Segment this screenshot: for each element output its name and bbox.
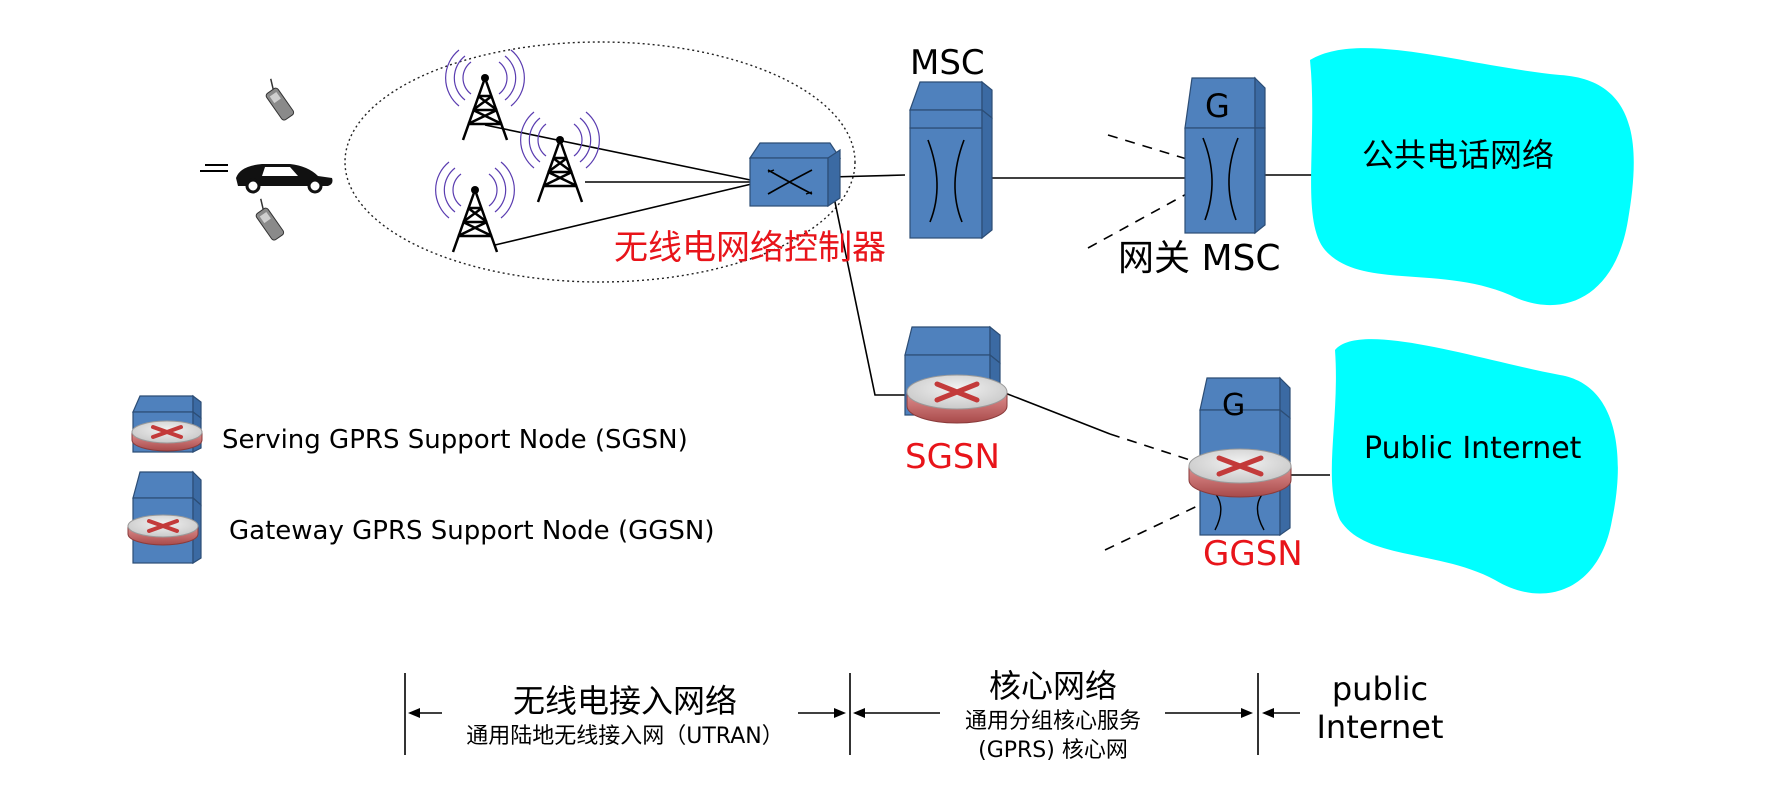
gateway-letter-bottom: G — [1222, 388, 1245, 423]
ran-title: 无线电接入网络 — [513, 682, 737, 720]
mobile-phone-icon — [265, 78, 295, 121]
public-internet-line-2: Internet — [1316, 708, 1443, 746]
msc-switch-icon — [909, 80, 993, 240]
cell-tower-icon — [445, 49, 525, 141]
gmsc-dash-lower — [1087, 191, 1191, 249]
core-title: 核心网络 — [989, 667, 1117, 705]
core-subtitle-2: (GPRS) 核心网 — [978, 738, 1128, 763]
legend-sgsn-icon — [131, 394, 203, 453]
region-markers — [404, 673, 1300, 755]
public-internet-line-1: public — [1332, 670, 1428, 708]
cell-tower-icon — [520, 111, 600, 203]
gateway-letter-top: G — [1205, 87, 1230, 125]
ggsn-label: GGSN — [1203, 534, 1303, 574]
radio-access-boundary — [344, 41, 856, 283]
sgsn-router-icon — [904, 325, 1008, 424]
internet-cloud-label: Public Internet — [1364, 431, 1582, 466]
msc-label: MSC — [910, 43, 985, 83]
link-sgsn-ggsn-dash — [1109, 433, 1191, 461]
pstn-cloud-label: 公共电话网络 — [1362, 136, 1554, 174]
link-rnc-sgsn — [829, 177, 910, 396]
cell-tower-icon — [435, 161, 515, 253]
core-subtitle-1: 通用分组核心服务 — [965, 709, 1141, 734]
internet-cloud-icon — [1331, 339, 1618, 594]
ran-subtitle: 通用陆地无线接入网（UTRAN） — [466, 724, 783, 749]
mobile-phone-icon — [255, 198, 285, 241]
link-rnc-msc — [829, 174, 906, 178]
legend-sgsn-text: Serving GPRS Support Node (SGSN) — [222, 425, 688, 455]
rnc-switch-box-icon — [748, 142, 842, 208]
sgsn-label: SGSN — [905, 437, 1000, 477]
link-tower3-rnc — [494, 181, 761, 246]
gmsc-dash-upper — [1107, 134, 1191, 161]
ggsn-dash-lower — [1104, 499, 1211, 551]
links — [484, 124, 1330, 551]
link-tower1-rnc — [484, 124, 761, 183]
legend-ggsn-text: Gateway GPRS Support Node (GGSN) — [229, 516, 714, 546]
gateway-msc-label: 网关 MSC — [1118, 238, 1281, 279]
ggsn-router-icon — [1188, 376, 1292, 537]
legend-ggsn-icon — [127, 470, 202, 565]
gateway-msc-switch-icon — [1184, 76, 1266, 235]
rnc-label: 无线电网络控制器 — [614, 228, 886, 268]
car-icon — [200, 164, 333, 194]
pstn-cloud-icon — [1310, 48, 1634, 306]
link-sgsn-ggsn — [1004, 392, 1111, 435]
